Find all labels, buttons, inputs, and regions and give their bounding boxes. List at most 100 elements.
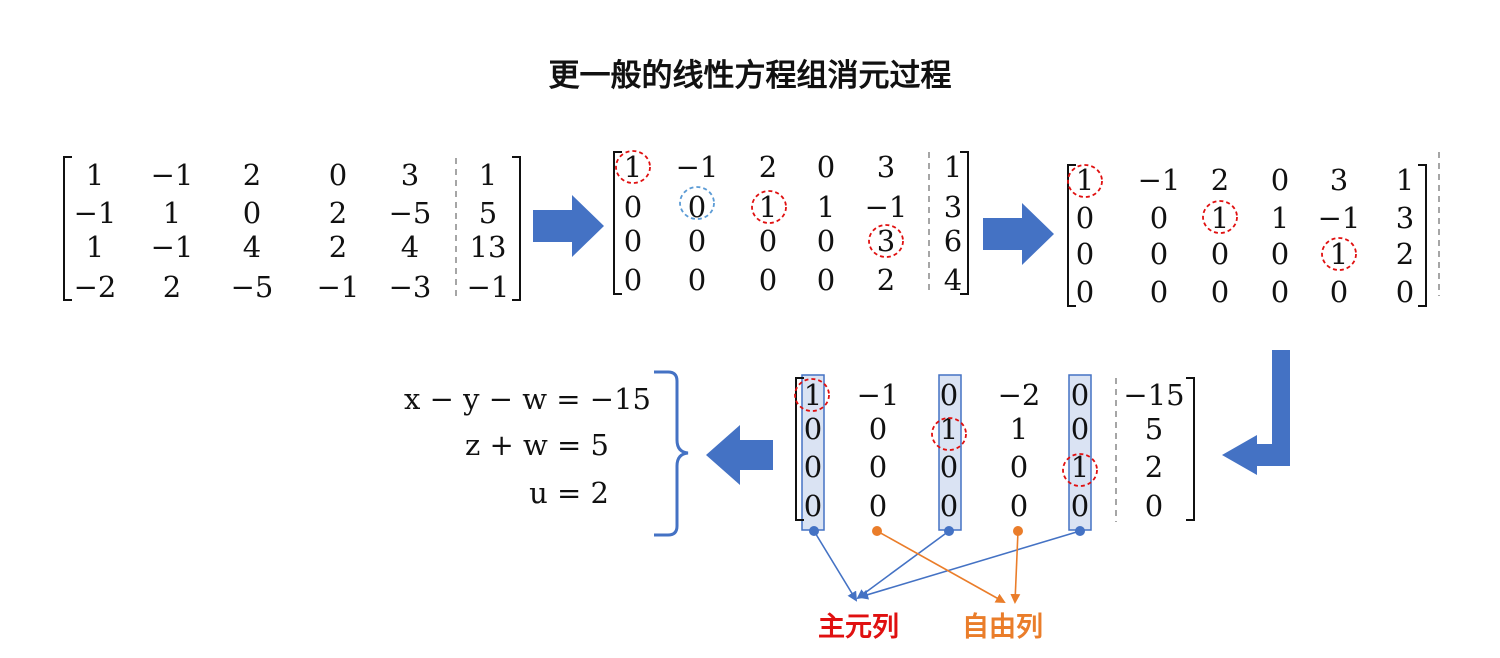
matrix-entry: 1	[624, 150, 642, 184]
pivot-column-dot	[944, 526, 954, 536]
matrix-entry: 5	[479, 196, 497, 230]
matrix-entry: 0	[243, 196, 261, 230]
arrow-left	[706, 425, 773, 485]
pivot-circle	[868, 224, 904, 258]
matrix-entry: 4	[944, 263, 962, 297]
pivot-connectors	[813, 530, 1081, 602]
matrix-entry: 1	[86, 158, 104, 192]
matrix-entry: 4	[401, 230, 419, 264]
matrix-entry: 0	[688, 190, 706, 224]
matrix-entry: 1	[1211, 201, 1229, 235]
matrix-entry: 1	[1396, 163, 1414, 197]
matrix-entry: 2	[1211, 163, 1229, 197]
matrix-entry: 0	[1150, 275, 1168, 309]
matrix-entry: 1	[940, 412, 958, 446]
matrix-entry: 2	[243, 158, 261, 192]
matrix-entry: 4	[243, 230, 261, 264]
matrix-entry: 0	[804, 489, 822, 523]
matrix-entry: 3	[1396, 201, 1414, 235]
matrix-entry: 1	[817, 190, 835, 224]
matrix-entry: 0	[1271, 163, 1289, 197]
matrix-entry: 0	[804, 412, 822, 446]
matrix-entry: 2	[877, 263, 895, 297]
equation-3: u = 2	[529, 476, 609, 510]
matrix-entry: −1	[151, 230, 194, 264]
pivot-circle	[931, 417, 967, 451]
matrix-entry: 0	[688, 224, 706, 258]
matrix-entry: 0	[759, 263, 777, 297]
pivot-columns-label: 主元列	[818, 612, 899, 643]
pivot-column-dot	[809, 526, 819, 536]
matrix-entry: −2	[998, 378, 1041, 412]
matrix-entry: 0	[1076, 275, 1094, 309]
matrix-entry: 0	[1396, 275, 1414, 309]
matrix-entry: −1	[1138, 163, 1181, 197]
free-columns-label: 自由列	[962, 612, 1043, 643]
matrix-4-brackets	[795, 377, 1195, 521]
arrow-right-1	[533, 195, 604, 257]
pivot-circle	[794, 378, 830, 412]
matrix-entry: 0	[688, 263, 706, 297]
matrix-entry: 0	[1076, 237, 1094, 271]
matrix-2-brackets	[613, 151, 969, 295]
pivot-circle	[615, 150, 651, 184]
matrix-entry: 1	[944, 150, 962, 184]
matrix-entry: 0	[940, 450, 958, 484]
matrix-entry: 3	[877, 224, 895, 258]
matrix-entry: 0	[759, 224, 777, 258]
matrix-entry: 5	[1145, 412, 1163, 446]
matrix-entry: 0	[1145, 489, 1163, 523]
matrix-entry: −1	[317, 270, 360, 304]
matrix-entry: 1	[1271, 201, 1289, 235]
matrix-entry: 1	[1010, 412, 1028, 446]
matrix-entry: −1	[865, 190, 908, 224]
matrix-entry: 0	[940, 378, 958, 412]
matrix-entry: 0	[1150, 237, 1168, 271]
pivot-column-dot	[1075, 526, 1085, 536]
matrix-entry: 0	[817, 150, 835, 184]
matrix-entry: 2	[329, 230, 347, 264]
free-column-dot	[872, 526, 882, 536]
matrix-entry: −15	[1123, 378, 1184, 412]
free-column-dot	[1013, 526, 1023, 536]
zero-circle	[679, 186, 715, 220]
matrix-entry: 0	[624, 263, 642, 297]
matrix-entry: 0	[1071, 412, 1089, 446]
matrix-entry: −1	[1318, 201, 1361, 235]
matrix-entry: 0	[329, 158, 347, 192]
equation-1: x − y − w = −15	[404, 382, 651, 416]
matrix-entry: 0	[1010, 450, 1028, 484]
matrix-entry: 0	[869, 450, 887, 484]
matrix-entry: −1	[74, 196, 117, 230]
matrix-entry: 0	[624, 224, 642, 258]
matrix-entry: −5	[389, 196, 432, 230]
matrix-entry: 0	[1211, 237, 1229, 271]
matrix-entry: 0	[1076, 201, 1094, 235]
page-title: 更一般的线性方程组消元过程	[548, 58, 952, 94]
matrix-entry: 3	[944, 190, 962, 224]
matrix-entry: −5	[231, 270, 274, 304]
matrix-entry: 1	[804, 378, 822, 412]
matrix-3-brackets	[1067, 164, 1427, 307]
matrix-entry: 0	[1271, 237, 1289, 271]
matrix-entry: −2	[74, 270, 117, 304]
matrix-entry: 13	[470, 230, 507, 264]
matrix-entry: 3	[401, 158, 419, 192]
pivot-circle	[751, 190, 787, 224]
matrix-entry: 1	[1071, 450, 1089, 484]
matrix-entry: 2	[1145, 450, 1163, 484]
matrix-entry: 1	[163, 196, 181, 230]
matrix-entry: 1	[479, 158, 497, 192]
matrix-entry: 0	[817, 224, 835, 258]
matrix-entry: 3	[1330, 163, 1348, 197]
matrix-entry: 0	[1211, 275, 1229, 309]
arrow-right-2	[983, 203, 1054, 265]
equations-brace	[654, 370, 689, 537]
matrix-entry: 6	[944, 224, 962, 258]
matrix-entry: 0	[1330, 275, 1348, 309]
matrix-entry: 1	[86, 230, 104, 264]
matrix-entry: 1	[1330, 237, 1348, 271]
matrix-entry: 0	[940, 489, 958, 523]
